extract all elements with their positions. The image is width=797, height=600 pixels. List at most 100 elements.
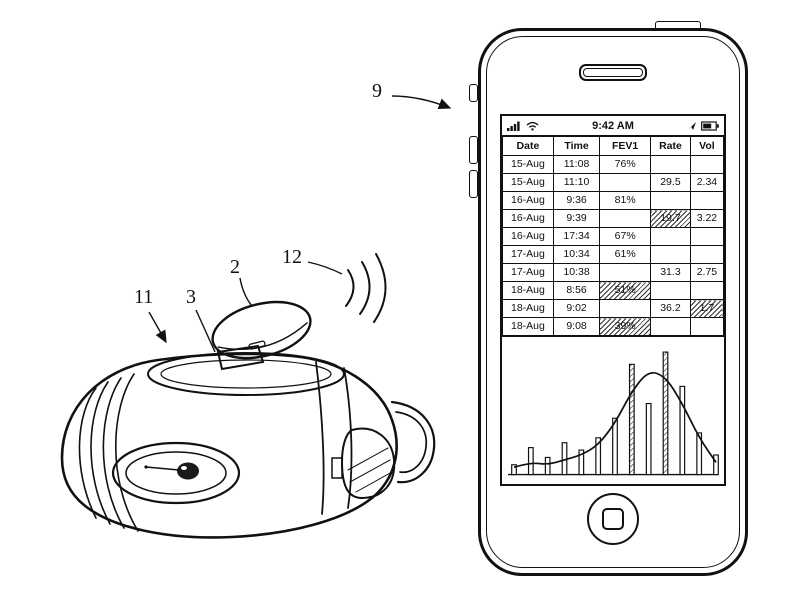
table-row[interactable]: 17-Aug10:3461%	[503, 246, 724, 264]
table-row[interactable]: 18-Aug9:02 36.21.7	[503, 300, 724, 318]
device-body-outline	[62, 354, 397, 538]
col-header-time[interactable]: Time	[553, 137, 599, 156]
table-cell: 16-Aug	[503, 210, 554, 228]
chart-area	[502, 336, 724, 484]
table-cell: 17-Aug	[503, 264, 554, 282]
ref-numeral-device: 11	[134, 286, 153, 309]
table-cell: 15-Aug	[503, 156, 554, 174]
leader-line-11	[149, 312, 166, 342]
table-header-row: Date Time FEV1 Rate Vol	[503, 137, 724, 156]
table-row[interactable]: 17-Aug10:38 31.32.75	[503, 264, 724, 282]
chart-content	[508, 352, 718, 474]
table-row[interactable]: 18-Aug8:5651%	[503, 282, 724, 300]
table-cell	[690, 246, 723, 264]
table-cell: 8:56	[553, 282, 599, 300]
table-cell: 16-Aug	[503, 192, 554, 210]
readings-table: Date Time FEV1 Rate Vol 15-Aug11:0876%15…	[502, 136, 724, 336]
table-cell	[651, 246, 691, 264]
table-cell: 16-Aug	[503, 228, 554, 246]
smartphone: 9:42 AM Date Time FEV	[478, 28, 748, 576]
device-drawing	[62, 293, 434, 538]
leader-line-12	[308, 262, 342, 274]
table-cell	[690, 282, 723, 300]
table-cell: 18-Aug	[503, 318, 554, 336]
table-cell: 18-Aug	[503, 282, 554, 300]
phone-screen: 9:42 AM Date Time FEV	[500, 114, 726, 486]
table-cell: 17-Aug	[503, 246, 554, 264]
table-cell: 39%	[600, 318, 651, 336]
table-cell	[690, 228, 723, 246]
table-cell: 3.22	[690, 210, 723, 228]
ribbed-end	[79, 374, 138, 531]
table-cell	[651, 318, 691, 336]
table-cell	[600, 264, 651, 282]
dial-needle	[146, 467, 179, 470]
table-cell: 9:36	[553, 192, 599, 210]
table-cell: 36.2	[651, 300, 691, 318]
table-cell: 9:39	[553, 210, 599, 228]
table-cell: 11:08	[553, 156, 599, 174]
leader-line-9	[392, 96, 450, 108]
table-cell: 2.75	[690, 264, 723, 282]
chart-bar	[529, 448, 534, 475]
table-cell: 11:10	[553, 174, 599, 192]
table-cell: 1.7	[690, 300, 723, 318]
cap-drawing	[207, 293, 317, 368]
table-cell: 9:08	[553, 318, 599, 336]
table-cell	[600, 174, 651, 192]
table-cell: 10:38	[553, 264, 599, 282]
col-header-date[interactable]: Date	[503, 137, 554, 156]
leader-lines	[149, 96, 450, 352]
table-cell: 76%	[600, 156, 651, 174]
table-row[interactable]: 16-Aug9:3681%	[503, 192, 724, 210]
chart-bar	[714, 455, 719, 475]
table-cell	[690, 192, 723, 210]
mute-switch[interactable]	[469, 84, 478, 102]
table-cell: 9:02	[553, 300, 599, 318]
mouthpiece-base	[218, 346, 263, 369]
ref-numeral-cap: 2	[230, 256, 240, 279]
table-cell	[690, 318, 723, 336]
table-cell: 81%	[600, 192, 651, 210]
ref-numeral-mouthpiece: 3	[186, 286, 196, 309]
home-button[interactable]	[587, 493, 639, 545]
table-cell: 67%	[600, 228, 651, 246]
table-cell: 17:34	[553, 228, 599, 246]
col-header-vol[interactable]: Vol	[690, 137, 723, 156]
table-row[interactable]: 15-Aug11:0876%	[503, 156, 724, 174]
table-row[interactable]: 15-Aug11:1029.52.34	[503, 174, 724, 192]
volume-up-button[interactable]	[469, 136, 478, 164]
table-cell: 18-Aug	[503, 300, 554, 318]
table-cell	[651, 156, 691, 174]
table-cell	[651, 228, 691, 246]
status-bar: 9:42 AM	[502, 116, 724, 136]
ref-numeral-phone: 9	[372, 80, 382, 103]
table-cell	[600, 210, 651, 228]
chart-bar	[545, 457, 550, 474]
trigger-nozzle	[332, 429, 394, 498]
handle-loop	[392, 402, 434, 482]
chart-bar	[663, 352, 668, 474]
home-button-square	[602, 508, 624, 530]
dial-knob	[177, 463, 199, 480]
col-header-fev1[interactable]: FEV1	[600, 137, 651, 156]
readings-table-body: 15-Aug11:0876%15-Aug11:1029.52.3416-Aug9…	[503, 156, 724, 336]
history-chart[interactable]	[502, 337, 724, 484]
top-rim	[148, 353, 344, 395]
table-cell: 61%	[600, 246, 651, 264]
ref-numeral-wireless: 12	[282, 246, 302, 269]
table-cell: 10:34	[553, 246, 599, 264]
table-cell: 31.3	[651, 264, 691, 282]
table-row[interactable]: 18-Aug9:0839%	[503, 318, 724, 336]
table-row[interactable]: 16-Aug17:3467%	[503, 228, 724, 246]
table-cell	[651, 192, 691, 210]
gauge-dial	[113, 443, 239, 503]
table-row[interactable]: 16-Aug9:39 19.73.22	[503, 210, 724, 228]
col-header-rate[interactable]: Rate	[651, 137, 691, 156]
volume-down-button[interactable]	[469, 170, 478, 198]
table-cell: 15-Aug	[503, 174, 554, 192]
table-cell: 2.34	[690, 174, 723, 192]
table-cell: 51%	[600, 282, 651, 300]
table-cell: 19.7	[651, 210, 691, 228]
table-cell	[600, 300, 651, 318]
